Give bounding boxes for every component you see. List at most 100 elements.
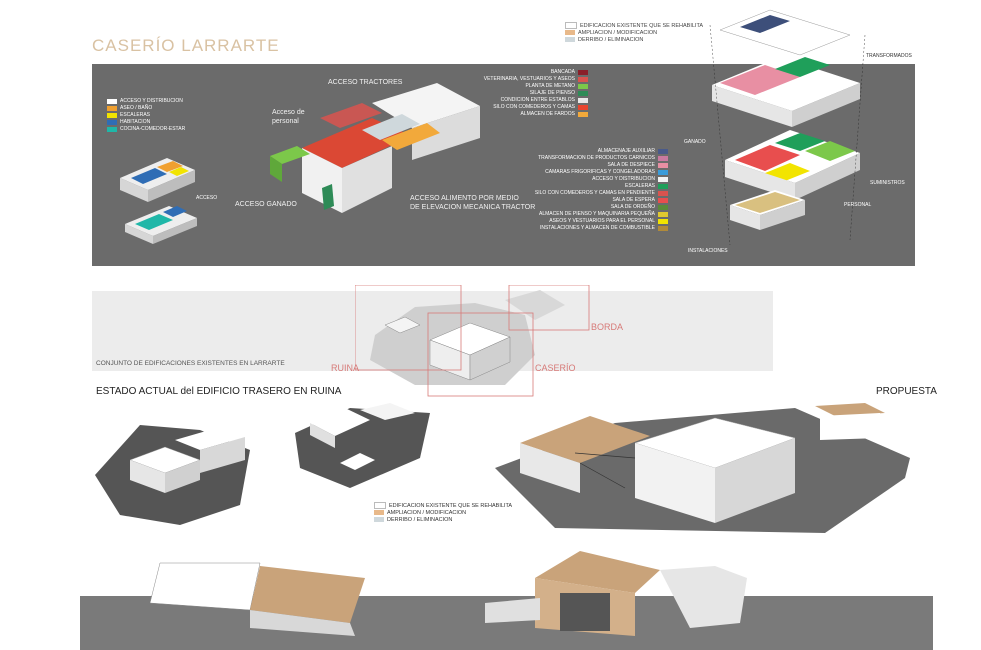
legend-item: ALMACEN DE FARDOS — [480, 111, 588, 118]
legend-label: CONDICION ENTRE ESTABLOS — [500, 97, 575, 103]
legend-swatch — [578, 105, 588, 110]
legend-label: SALA DE ESPERA — [612, 197, 655, 203]
legend-item: SALA DE ORDEÑO — [520, 204, 668, 211]
legend-label: SILO CON COMEDEROS Y CAMAS — [493, 104, 575, 110]
proposal-view-drawing — [495, 403, 910, 533]
legend-swatch — [658, 149, 668, 154]
legend-item: CAMARAS FRIGORIFICAS Y CONGELADORAS — [520, 169, 668, 176]
legend-label: ASEO / BAÑO — [120, 105, 153, 111]
legend-swatch — [578, 98, 588, 103]
legend-item: DERRIBO / ELIMINACION — [565, 36, 703, 43]
legend-swatch — [107, 127, 117, 132]
legend-swatch — [578, 84, 588, 89]
legend-label: SILAJE DE PIENSO — [529, 90, 575, 96]
legend-item: ALMACEN DE PIENSO Y MAQUINARIA PEQUEÑA — [520, 211, 668, 218]
legend-swatch — [565, 22, 577, 29]
legend-item: ASEOS Y VESTUARIOS PARA EL PERSONAL — [520, 218, 668, 225]
bottom-left-view-drawing — [150, 562, 365, 636]
legend-item: AMPLIACION / MODIFICACION — [374, 509, 512, 516]
legend-swatch — [107, 120, 117, 125]
legend-item: INSTALACIONES Y ALMACEN DE COMBUSTIBLE — [520, 225, 668, 232]
legend-swatch — [578, 77, 588, 82]
legend-label: AMPLIACION / MODIFICACION — [387, 509, 467, 516]
site-caption: CONJUNTO DE EDIFICACIONES EXISTENTES EN … — [96, 360, 285, 367]
acceso-ganado-label: ACCESO GANADO — [235, 201, 297, 208]
mid-legend: EDIFICACION EXISTENTE QUE SE REHABILITA … — [374, 502, 512, 523]
legend-label: INSTALACIONES Y ALMACEN DE COMBUSTIBLE — [539, 225, 655, 231]
legend-item: ACCESO Y DISTRIBUCION — [520, 176, 668, 183]
legend-item: ESCALERAS — [107, 112, 185, 119]
legend-label: ESCALERAS — [120, 112, 151, 118]
legend-swatch — [658, 205, 668, 210]
legend-label: ASEOS Y VESTUARIOS PARA EL PERSONAL — [549, 218, 655, 224]
exploded-legend: ALMACENAJE AUXILIAR TRANSFORMACION DE PR… — [520, 148, 668, 232]
ruin-view-drawing — [95, 425, 250, 525]
legend-swatch — [658, 156, 668, 161]
house-legend: ACCESO Y DISTRIBUCION ASEO / BAÑO ESCALE… — [107, 98, 185, 133]
legend-swatch — [658, 191, 668, 196]
legend-item: SILO CON COMEDEROS Y CAMAS — [480, 104, 588, 111]
legend-label: AMPLIACION / MODIFICACION — [578, 29, 658, 36]
legend-item: VETERINARIA, VESTUARIOS Y ASEOS — [480, 76, 588, 83]
legend-item: DERRIBO / ELIMINACION — [374, 516, 512, 523]
house-iso-drawing — [120, 158, 197, 244]
legend-swatch — [658, 177, 668, 182]
legend-label: HABITACION — [120, 119, 151, 125]
section-left-title: ESTADO ACTUAL del EDIFICIO TRASERO EN RU… — [96, 386, 342, 397]
borda-label: BORDA — [591, 322, 624, 332]
caserio-label: CASERÍO — [535, 363, 576, 373]
legend-label: EDIFICACION EXISTENTE QUE SE REHABILITA — [580, 22, 704, 29]
bottom-right-view-drawing — [485, 551, 747, 636]
legend-label: ALMACEN DE PIENSO Y MAQUINARIA PEQUEÑA — [539, 211, 655, 217]
legend-swatch — [578, 112, 588, 117]
acceso-tractores-label: ACCESO TRACTORES — [328, 79, 403, 86]
legend-item: TRANSFORMACION DE PRODUCTOS CARNICOS — [520, 155, 668, 162]
legend-label: BANCADA — [550, 69, 575, 75]
legend-swatch — [107, 99, 117, 104]
section-right-title: PROPUESTA — [876, 386, 937, 397]
legend-label: ACCESO Y DISTRIBUCION — [592, 176, 655, 182]
legend-label: DERRIBO / ELIMINACION — [578, 36, 644, 43]
instalaciones-label: INSTALACIONES — [688, 248, 728, 254]
legend-label: COCINA-COMEDOR-ESTAR — [120, 126, 186, 132]
legend-swatch — [658, 226, 668, 231]
legend-item: SILO CON COMEDEROS Y CAMAS EN PENDIENTE — [520, 190, 668, 197]
legend-label: SILO CON COMEDEROS Y CAMAS EN PENDIENTE — [534, 190, 655, 196]
personal-label: PERSONAL — [844, 202, 872, 208]
legend-swatch — [658, 163, 668, 168]
legend-swatch — [374, 502, 386, 509]
acceso-small-label: ACCESO — [196, 195, 218, 201]
legend-label: ESCALERAS — [624, 183, 655, 189]
legend-label: SALA DE ORDEÑO — [610, 204, 655, 210]
transformados-label: TRANSFORMADOS — [866, 53, 912, 59]
legend-item: SALA DE DESPIECE — [520, 162, 668, 169]
legend-item: HABITACION — [107, 119, 185, 126]
legend-label: SALA DE DESPIECE — [607, 162, 655, 168]
legend-item: PLANTA DE METANO — [480, 83, 588, 90]
legend-item: ACCESO Y DISTRIBUCION — [107, 98, 185, 105]
legend-item: SILAJE DE PIENSO — [480, 90, 588, 97]
exploded-axo-drawing — [709, 9, 866, 246]
legend-item: EDIFICACION EXISTENTE QUE SE REHABILITA — [565, 22, 703, 29]
page-title: CASERÍO LARRARTE — [92, 36, 280, 55]
legend-swatch — [658, 212, 668, 217]
legend-item: CONDICION ENTRE ESTABLOS — [480, 97, 588, 104]
legend-item: ALMACENAJE AUXILIAR — [520, 148, 668, 155]
legend-swatch — [565, 37, 575, 42]
ganado-label: GANADO — [684, 139, 706, 145]
farm-iso-drawing — [270, 83, 480, 213]
legend-swatch — [658, 170, 668, 175]
legend-item: AMPLIACION / MODIFICACION — [565, 29, 703, 36]
legend-label: DERRIBO / ELIMINACION — [387, 516, 453, 523]
top-legend: EDIFICACION EXISTENTE QUE SE REHABILITA … — [565, 22, 703, 43]
acceso-personal-label: Acceso de personal — [272, 108, 305, 126]
legend-label: TRANSFORMACION DE PRODUCTOS CARNICOS — [538, 155, 655, 161]
legend-label: CAMARAS FRIGORIFICAS Y CONGELADORAS — [545, 169, 655, 175]
legend-swatch — [578, 70, 588, 75]
legend-item: COCINA-COMEDOR-ESTAR — [107, 126, 185, 133]
acceso-alimento-text: ACCESO ALIMENTO POR MEDIO DE ELEVACION M… — [410, 195, 536, 211]
farm-legend: BANCADA VETERINARIA, VESTUARIOS Y ASEOS … — [480, 69, 588, 118]
legend-swatch — [658, 219, 668, 224]
site-plan-drawing — [355, 285, 590, 397]
legend-swatch — [658, 198, 668, 203]
